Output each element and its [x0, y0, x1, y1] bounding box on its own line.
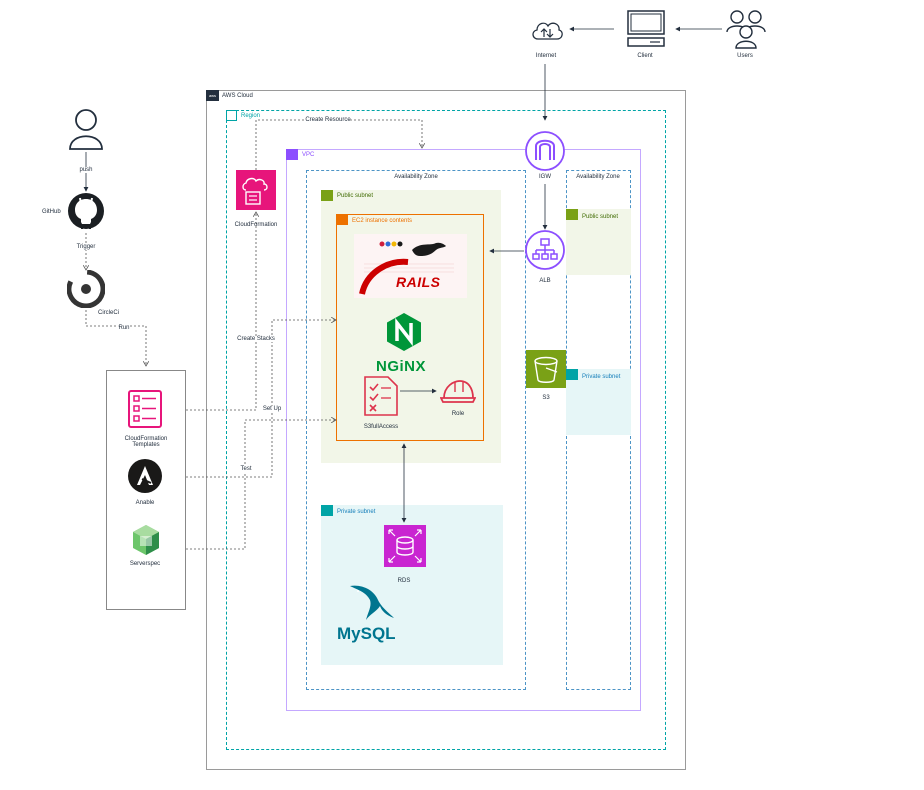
rails-logo	[354, 234, 467, 298]
igw-label: IGW	[539, 174, 551, 180]
mysql-dolphin-icon	[350, 585, 394, 620]
ec2-chip-icon	[336, 214, 348, 225]
test-label: Test	[240, 466, 252, 472]
test-edge	[186, 420, 336, 550]
set-up-label: Set Up	[262, 406, 282, 412]
private-subnet-lock-icon	[321, 505, 333, 516]
nginx-wordmark: NGiNX	[376, 358, 427, 375]
ec2-group	[336, 214, 484, 441]
internet-cloud-icon	[532, 22, 563, 40]
serverspec-label: Serverspec	[129, 561, 161, 567]
cloudformation-icon	[236, 170, 276, 210]
create-resource-label: Create Resource	[305, 117, 351, 123]
client-computer-icon	[627, 10, 665, 47]
ec2-label: EC2 instance contents	[352, 218, 413, 224]
iam-role-helmet-icon	[440, 380, 476, 403]
public-subnet-label: Public subnet	[337, 193, 374, 199]
ansible-icon	[128, 459, 162, 493]
circleci-to-tools-edge	[85, 310, 146, 366]
trigger-label: Trigger	[76, 244, 96, 250]
run-label: Run	[118, 325, 130, 331]
ansible-label: Anable	[135, 500, 155, 506]
create-resource-edge	[255, 119, 422, 170]
igw-icon	[525, 131, 565, 171]
circleci-icon	[67, 270, 105, 308]
github-label: GitHub	[42, 209, 61, 215]
circleci-label: CircleCi	[98, 310, 119, 316]
serverspec-icon	[133, 525, 159, 555]
client-label: Client	[637, 53, 653, 59]
alb-label: ALB	[539, 278, 551, 284]
aws-cloud-group	[206, 90, 686, 770]
tools-box	[106, 370, 186, 610]
templates-to-cloudformation-edge	[186, 212, 256, 411]
vpc-group	[286, 149, 641, 711]
public-subnet-right-label: Public subnet	[582, 214, 619, 220]
availability-zone-left	[306, 170, 526, 690]
public-subnet-lock-icon	[321, 190, 333, 201]
aws-cloud-label: AWS Cloud	[222, 93, 253, 99]
region-label: Region	[241, 113, 261, 119]
users-icon	[726, 10, 766, 49]
s3-label: S3	[542, 395, 550, 401]
create-stacks-label: Create Stacks	[237, 336, 275, 342]
private-subnet-label: Private subnet	[337, 509, 376, 515]
github-icon	[68, 193, 104, 229]
public-subnet-right	[566, 209, 631, 275]
alb-icon	[525, 230, 565, 270]
vpc-lock-icon	[286, 149, 298, 160]
private-subnet-right	[566, 369, 631, 435]
public-subnet-right-lock-icon	[566, 209, 578, 220]
cloudformation-label: CloudFormation	[234, 222, 278, 228]
rds-icon	[384, 525, 426, 567]
s3-bucket-icon	[526, 350, 566, 388]
private-subnet-right-label: Private subnet	[582, 374, 621, 380]
push-label: push	[79, 167, 93, 173]
mysql-wordmark: MySQL	[337, 624, 396, 643]
developer-user-icon	[69, 109, 103, 150]
az-left-label: Availability Zone	[394, 174, 438, 180]
s3fullaccess-label: S3fullAccess	[363, 424, 399, 430]
cloudformation-templates-icon	[128, 390, 162, 428]
nginx-icon	[387, 313, 421, 351]
vpc-label: VPC	[302, 152, 315, 158]
rds-label: RDS	[397, 578, 411, 584]
private-subnet-right-lock-icon	[566, 369, 578, 380]
rails-wordmark: RAILS	[396, 274, 441, 290]
iam-policy-icon	[364, 376, 398, 416]
setup-edge	[186, 320, 336, 478]
role-label: Role	[451, 411, 465, 417]
cloudformation-templates-label: CloudFormation Templates	[124, 436, 168, 448]
aws-logo-icon: aws	[206, 90, 219, 101]
region-group	[226, 110, 666, 750]
internet-label: Internet	[535, 53, 557, 59]
users-label: Users	[737, 53, 753, 59]
region-flag-icon	[226, 110, 237, 121]
az-right-label: Availability Zone	[576, 174, 620, 180]
